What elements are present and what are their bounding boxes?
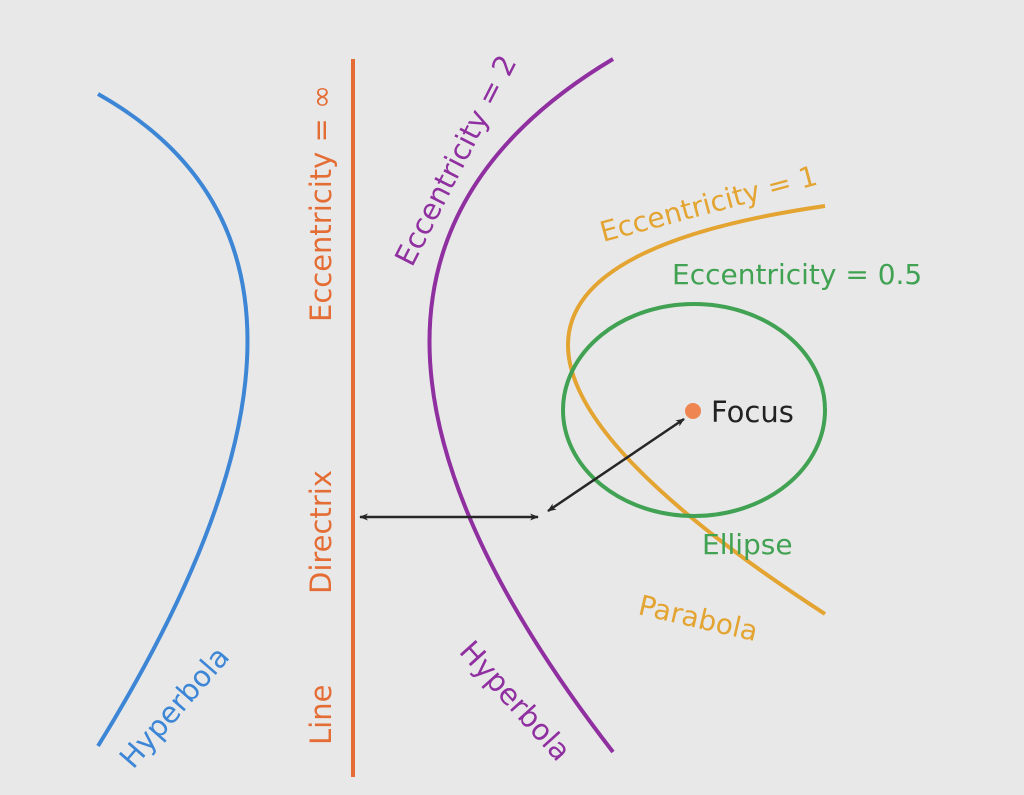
eccentricity-2-label: Eccentricity = 2 <box>388 49 523 271</box>
left-hyperbola-curve <box>96 92 250 748</box>
right-hyperbola-curve <box>427 57 615 754</box>
focus-distance-arrow <box>547 417 685 513</box>
directrix-label: Directrix <box>304 470 338 594</box>
eccentricity-infinity-label: Eccentricity = ∞ <box>304 85 338 322</box>
parabola-curve <box>566 204 827 616</box>
eccentricity-1-label: Eccentricity = 1 <box>596 159 820 249</box>
focus-point <box>685 403 701 419</box>
right-hyperbola-label: Hyperbola <box>453 634 578 768</box>
ellipse-curve <box>561 302 827 518</box>
line-label: Line <box>304 685 338 745</box>
parabola-label: Parabola <box>635 589 761 648</box>
ellipse-label: Ellipse <box>702 528 793 561</box>
focus-label: Focus <box>711 395 794 429</box>
eccentricity-05-label: Eccentricity = 0.5 <box>672 258 922 291</box>
left-hyperbola-label: Hyperbola <box>113 640 236 775</box>
